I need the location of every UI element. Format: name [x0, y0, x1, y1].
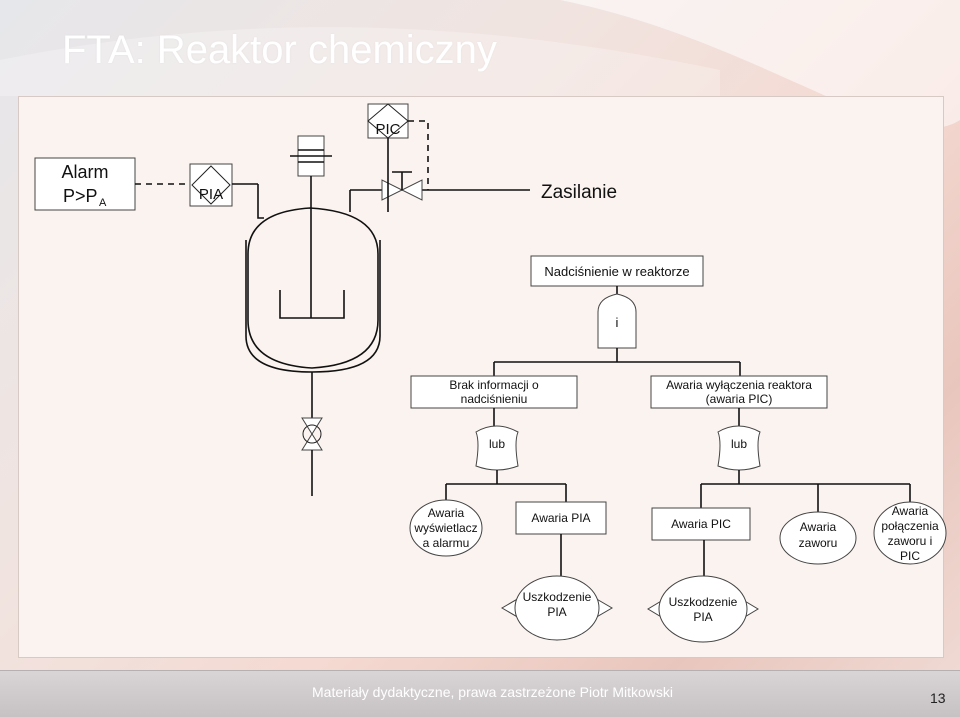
event-box-no-info — [410, 375, 578, 409]
process-schematic: Alarm P>P A PIA Zasilanie PIC — [34, 103, 617, 496]
event-box-shutdown-failure — [650, 375, 828, 409]
control-valve-icon — [381, 179, 404, 201]
footer-text: Materiały dydaktyczne, prawa zastrzeżone… — [312, 684, 674, 700]
svg-text:zaworu i: zaworu i — [888, 534, 933, 548]
drain-valve-icon — [301, 417, 323, 435]
top-event-label: Nadciśnienie w reaktorze — [544, 264, 689, 279]
reactor-jacket — [245, 240, 381, 373]
event-shutdown-line2: (awaria PIC) — [706, 392, 773, 406]
or-gate-right — [717, 425, 761, 471]
svg-text:połączenia: połączenia — [881, 519, 939, 533]
svg-text:zaworu: zaworu — [799, 536, 838, 550]
agitator-blade — [279, 290, 345, 319]
footer-bar — [0, 670, 960, 717]
svg-text:Awaria: Awaria — [428, 506, 465, 520]
page-number: 13 — [930, 690, 946, 706]
svg-text:Uszkodzenie: Uszkodzenie — [523, 590, 592, 604]
pia-instrument — [189, 163, 233, 207]
or-gate-right-label: lub — [731, 437, 747, 451]
svg-text:wyświetlacz: wyświetlacz — [413, 521, 477, 535]
svg-text:Awaria PIC: Awaria PIC — [671, 517, 731, 531]
svg-text:PIC: PIC — [900, 549, 920, 563]
event-no-info-line1: Brak informacji o — [449, 378, 539, 392]
and-gate-label: i — [616, 315, 619, 330]
slide-title: FTA: Reaktor chemiczny — [62, 28, 497, 72]
svg-text:Awaria: Awaria — [892, 504, 929, 518]
event-shutdown-line1: Awaria wyłączenia reaktora — [666, 378, 812, 392]
pic-label: PIC — [375, 121, 400, 138]
alarm-label-line2: P>P — [63, 186, 98, 206]
event-no-info-line2: nadciśnieniu — [461, 392, 528, 406]
or-gate-left — [475, 425, 519, 471]
pia-diamond-icon — [191, 165, 231, 205]
signal-line-pic — [408, 120, 429, 190]
pia-connection-line — [257, 184, 264, 219]
pia-label: PIA — [199, 186, 223, 203]
or-gate-left-label: lub — [489, 437, 505, 451]
and-gate — [597, 293, 637, 349]
reactor-vessel — [247, 207, 379, 369]
fault-tree: Nadciśnienie w reaktorze i Brak informac… — [409, 255, 947, 643]
basic-event-valve — [779, 511, 857, 565]
top-event-box — [530, 255, 704, 287]
basic-event-display-alarm — [409, 499, 483, 557]
supply-label: Zasilanie — [541, 182, 617, 203]
svg-text:PIA: PIA — [693, 610, 712, 624]
svg-text:Awaria: Awaria — [800, 520, 837, 534]
svg-text:PIA: PIA — [547, 605, 566, 619]
event-box-pic-failure — [651, 507, 751, 541]
svg-text:Awaria PIA: Awaria PIA — [531, 511, 590, 525]
alarm-label-subscript: A — [99, 197, 107, 209]
svg-text:a alarmu: a alarmu — [423, 536, 470, 550]
basic-event-connection — [873, 501, 947, 565]
svg-text:Uszkodzenie: Uszkodzenie — [669, 595, 738, 609]
alarm-label-line1: Alarm — [61, 162, 108, 182]
